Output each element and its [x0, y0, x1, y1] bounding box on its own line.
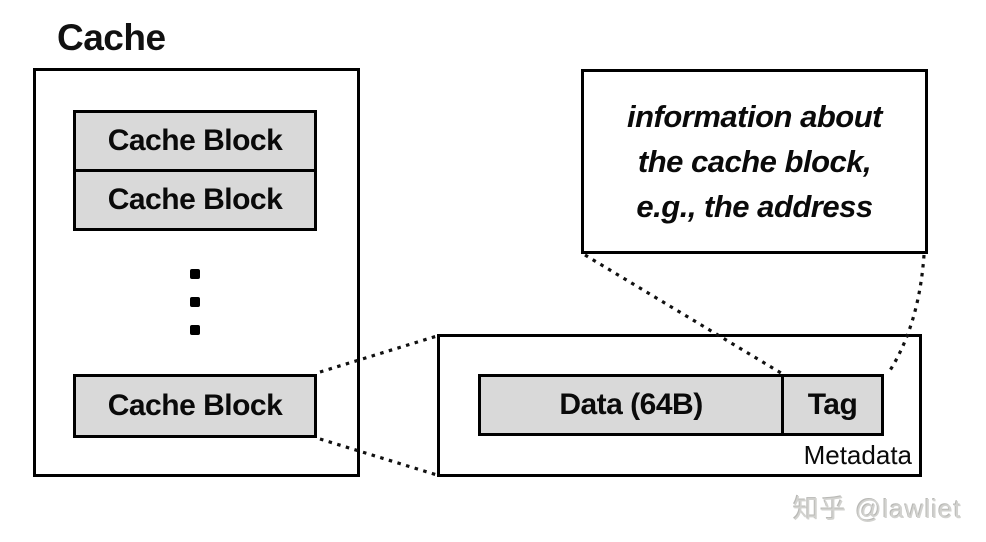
cache-block-3-label: Cache Block [107, 389, 283, 422]
tag-field-label: Tag [807, 388, 858, 421]
tag-field: Tag [781, 374, 884, 436]
cache-block-1: Cache Block [73, 110, 317, 172]
watermark: 知乎 @lawliet [793, 494, 962, 524]
annotation-box: information about the cache block, e.g.,… [581, 69, 928, 254]
annotation-line-3: e.g., the address [636, 189, 873, 224]
cache-block-2-label: Cache Block [107, 183, 283, 216]
annotation-line-1: information about [627, 99, 882, 134]
cache-title: Cache [57, 17, 166, 58]
ellipsis-dot [190, 269, 200, 279]
data-field: Data (64B) [478, 374, 784, 436]
annotation-line-2: the cache block, [637, 144, 872, 179]
cache-block-3: Cache Block [73, 374, 317, 438]
cache-block-2: Cache Block [73, 169, 317, 231]
ellipsis-dot [190, 325, 200, 335]
metadata-label: Metadata [803, 440, 912, 470]
data-field-label: Data (64B) [559, 388, 703, 421]
ellipsis-dot [190, 297, 200, 307]
cache-block-1-label: Cache Block [107, 124, 283, 157]
